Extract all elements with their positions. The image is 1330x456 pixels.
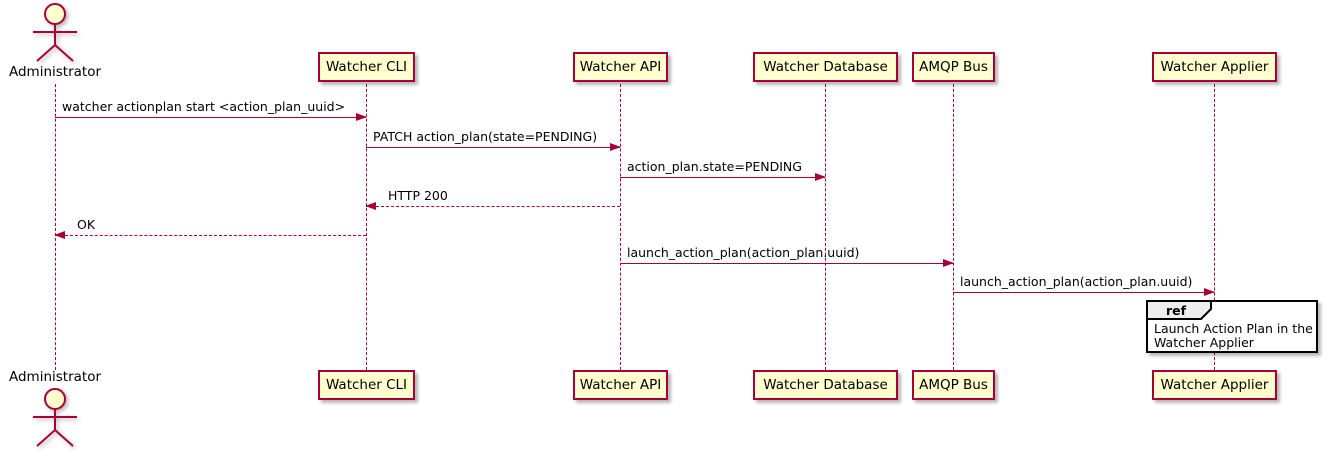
message-6-label: launch_action_plan(action_plan.uuid) (627, 245, 860, 260)
participant-top-amqp-bus: AMQP Bus (912, 52, 995, 82)
actor-label-top: Administrator (8, 64, 102, 80)
administrator-actor-icon (33, 3, 77, 62)
participant-bottom-watcher-cli: Watcher CLI (318, 370, 415, 400)
ref-keyword: ref (1165, 303, 1187, 318)
lifeline-watcher-applier (1214, 84, 1215, 370)
message-4-arrowhead-icon (365, 202, 376, 210)
message-7-arrowhead-icon (1204, 288, 1215, 296)
message-1-arrowhead-icon (356, 113, 367, 121)
lifeline-watcher-database (825, 84, 826, 370)
message-3-arrowhead-icon (815, 173, 826, 181)
lifeline-watcher-api (620, 84, 621, 370)
lifeline-administrator (55, 84, 56, 370)
participant-top-watcher-api: Watcher API (573, 52, 668, 82)
lifeline-watcher-cli (366, 84, 367, 370)
ref-fragment: ref Launch Action Plan in the Watcher Ap… (1146, 300, 1318, 353)
message-2-line (366, 147, 620, 148)
message-5-line (55, 235, 366, 236)
message-7-label: launch_action_plan(action_plan.uuid) (960, 274, 1193, 289)
participant-top-watcher-database: Watcher Database (753, 52, 898, 82)
participant-top-watcher-applier: Watcher Applier (1152, 52, 1277, 82)
message-6-arrowhead-icon (943, 259, 954, 267)
ref-text-line-1: Launch Action Plan in the (1154, 321, 1313, 336)
message-4-label: HTTP 200 (388, 188, 448, 203)
message-6-line (620, 263, 953, 264)
administrator-actor-icon-bottom (33, 388, 77, 447)
message-5-arrowhead-icon (54, 231, 65, 239)
ref-pentagon-icon (1146, 300, 1212, 320)
message-7-line (953, 292, 1214, 293)
participant-bottom-watcher-database: Watcher Database (753, 370, 898, 400)
participant-bottom-amqp-bus: AMQP Bus (912, 370, 995, 400)
message-1-line (55, 117, 366, 118)
participant-bottom-watcher-applier: Watcher Applier (1152, 370, 1277, 400)
message-4-line (366, 206, 620, 207)
message-2-label: PATCH action_plan(state=PENDING) (373, 129, 598, 144)
participant-top-watcher-cli: Watcher CLI (318, 52, 415, 82)
message-5-label: OK (77, 217, 96, 232)
message-3-label: action_plan.state=PENDING (627, 159, 802, 174)
message-2-arrowhead-icon (610, 143, 621, 151)
message-3-line (620, 177, 825, 178)
message-1-label: watcher actionplan start <action_plan_uu… (62, 99, 346, 114)
actor-label-bottom: Administrator (8, 369, 102, 385)
ref-text-line-2: Watcher Applier (1154, 335, 1254, 350)
lifeline-amqp-bus (953, 84, 954, 370)
participant-bottom-watcher-api: Watcher API (573, 370, 668, 400)
